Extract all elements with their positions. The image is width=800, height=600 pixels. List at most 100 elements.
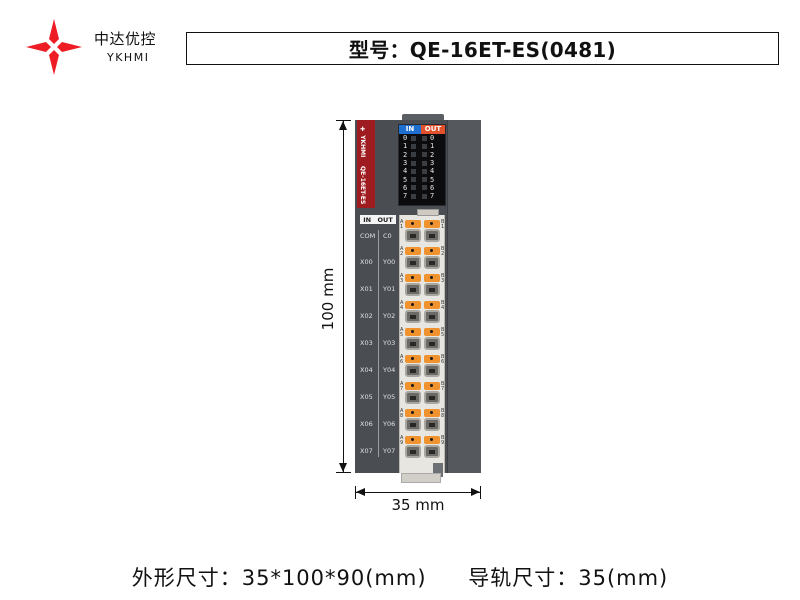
led-out-header: OUT xyxy=(421,125,445,134)
model-title-box: 型号：QE-16ET-ES(0481) xyxy=(186,32,779,65)
wire-hole xyxy=(424,283,440,296)
wire-hole xyxy=(405,445,421,458)
io-header-label: IN OUT xyxy=(360,215,396,224)
width-dim-cap-left xyxy=(355,486,356,499)
terminal-lever[interactable] xyxy=(424,328,440,336)
pin-label-in: X04 xyxy=(360,366,373,374)
wire-hole xyxy=(424,229,440,242)
led-in-icon xyxy=(411,185,416,191)
arrow-left-icon xyxy=(356,488,365,496)
brand-name-cn: 中达优控 xyxy=(94,30,157,48)
wire-hole xyxy=(405,256,421,269)
pin-label-in: X07 xyxy=(360,447,373,455)
pin-label-out: Y02 xyxy=(383,312,396,320)
pin-label-out: Y03 xyxy=(383,339,396,347)
terminal-lever[interactable] xyxy=(405,247,421,255)
terminal-lever[interactable] xyxy=(424,409,440,417)
led-in-icon xyxy=(411,143,416,149)
led-in-icon xyxy=(411,168,416,174)
terminal-lever[interactable] xyxy=(424,301,440,309)
wire-hole xyxy=(405,229,421,242)
terminal-lever[interactable] xyxy=(405,220,421,228)
terminal-lever[interactable] xyxy=(405,382,421,390)
terminal-lever[interactable] xyxy=(405,355,421,363)
led-out-icon xyxy=(422,143,427,149)
terminal-lever[interactable] xyxy=(424,274,440,282)
brand-strip: ✚ YKHMI QE-16ET-ES xyxy=(357,120,375,208)
terminal-lever[interactable] xyxy=(405,409,421,417)
led-out-icon xyxy=(422,193,427,199)
module-side-panel xyxy=(447,120,481,473)
strip-brand: ✚ YKHMI xyxy=(359,126,366,158)
wire-hole xyxy=(424,310,440,323)
terminal-lever[interactable] xyxy=(424,247,440,255)
wire-hole xyxy=(405,310,421,323)
arrow-up-icon xyxy=(339,121,347,130)
rail-size-text: 导轨尺寸：35(mm) xyxy=(468,566,669,590)
terminal-lever[interactable] xyxy=(405,274,421,282)
terminal-lever[interactable] xyxy=(424,220,440,228)
pin-label-out: Y01 xyxy=(383,285,396,293)
terminal-lever[interactable] xyxy=(405,301,421,309)
brand-name-en: YKHMI xyxy=(107,51,150,64)
din-rail-foot[interactable] xyxy=(401,473,441,483)
arrow-down-icon xyxy=(339,463,347,472)
wire-hole xyxy=(424,418,440,431)
height-dimension-line xyxy=(343,120,344,473)
pin-label-out: Y07 xyxy=(383,447,396,455)
model-title: 型号：QE-16ET-ES(0481) xyxy=(348,38,617,62)
terminal-lever[interactable] xyxy=(424,355,440,363)
width-dim-cap-right xyxy=(480,486,481,499)
width-dimension-label: 35 mm xyxy=(391,496,445,514)
terminal-lever[interactable] xyxy=(405,328,421,336)
pin-label-in: X03 xyxy=(360,339,373,347)
led-out-icon xyxy=(422,160,427,166)
terminal-lever[interactable] xyxy=(424,382,440,390)
wire-hole xyxy=(424,391,440,404)
led-out-icon xyxy=(422,185,427,191)
led-in-header: IN xyxy=(399,125,421,134)
top-latch xyxy=(402,114,444,122)
led-in-icon xyxy=(411,160,416,166)
led-in-icon xyxy=(411,177,416,183)
width-dimension-line xyxy=(356,492,480,493)
strip-model: QE-16ET-ES xyxy=(359,166,366,205)
led-in-icon xyxy=(411,152,416,158)
terminal-lever[interactable] xyxy=(424,436,440,444)
wire-hole xyxy=(424,337,440,350)
pin-label-in: X05 xyxy=(360,393,373,401)
terminal-lever[interactable] xyxy=(405,436,421,444)
led-in-icon xyxy=(411,193,416,199)
